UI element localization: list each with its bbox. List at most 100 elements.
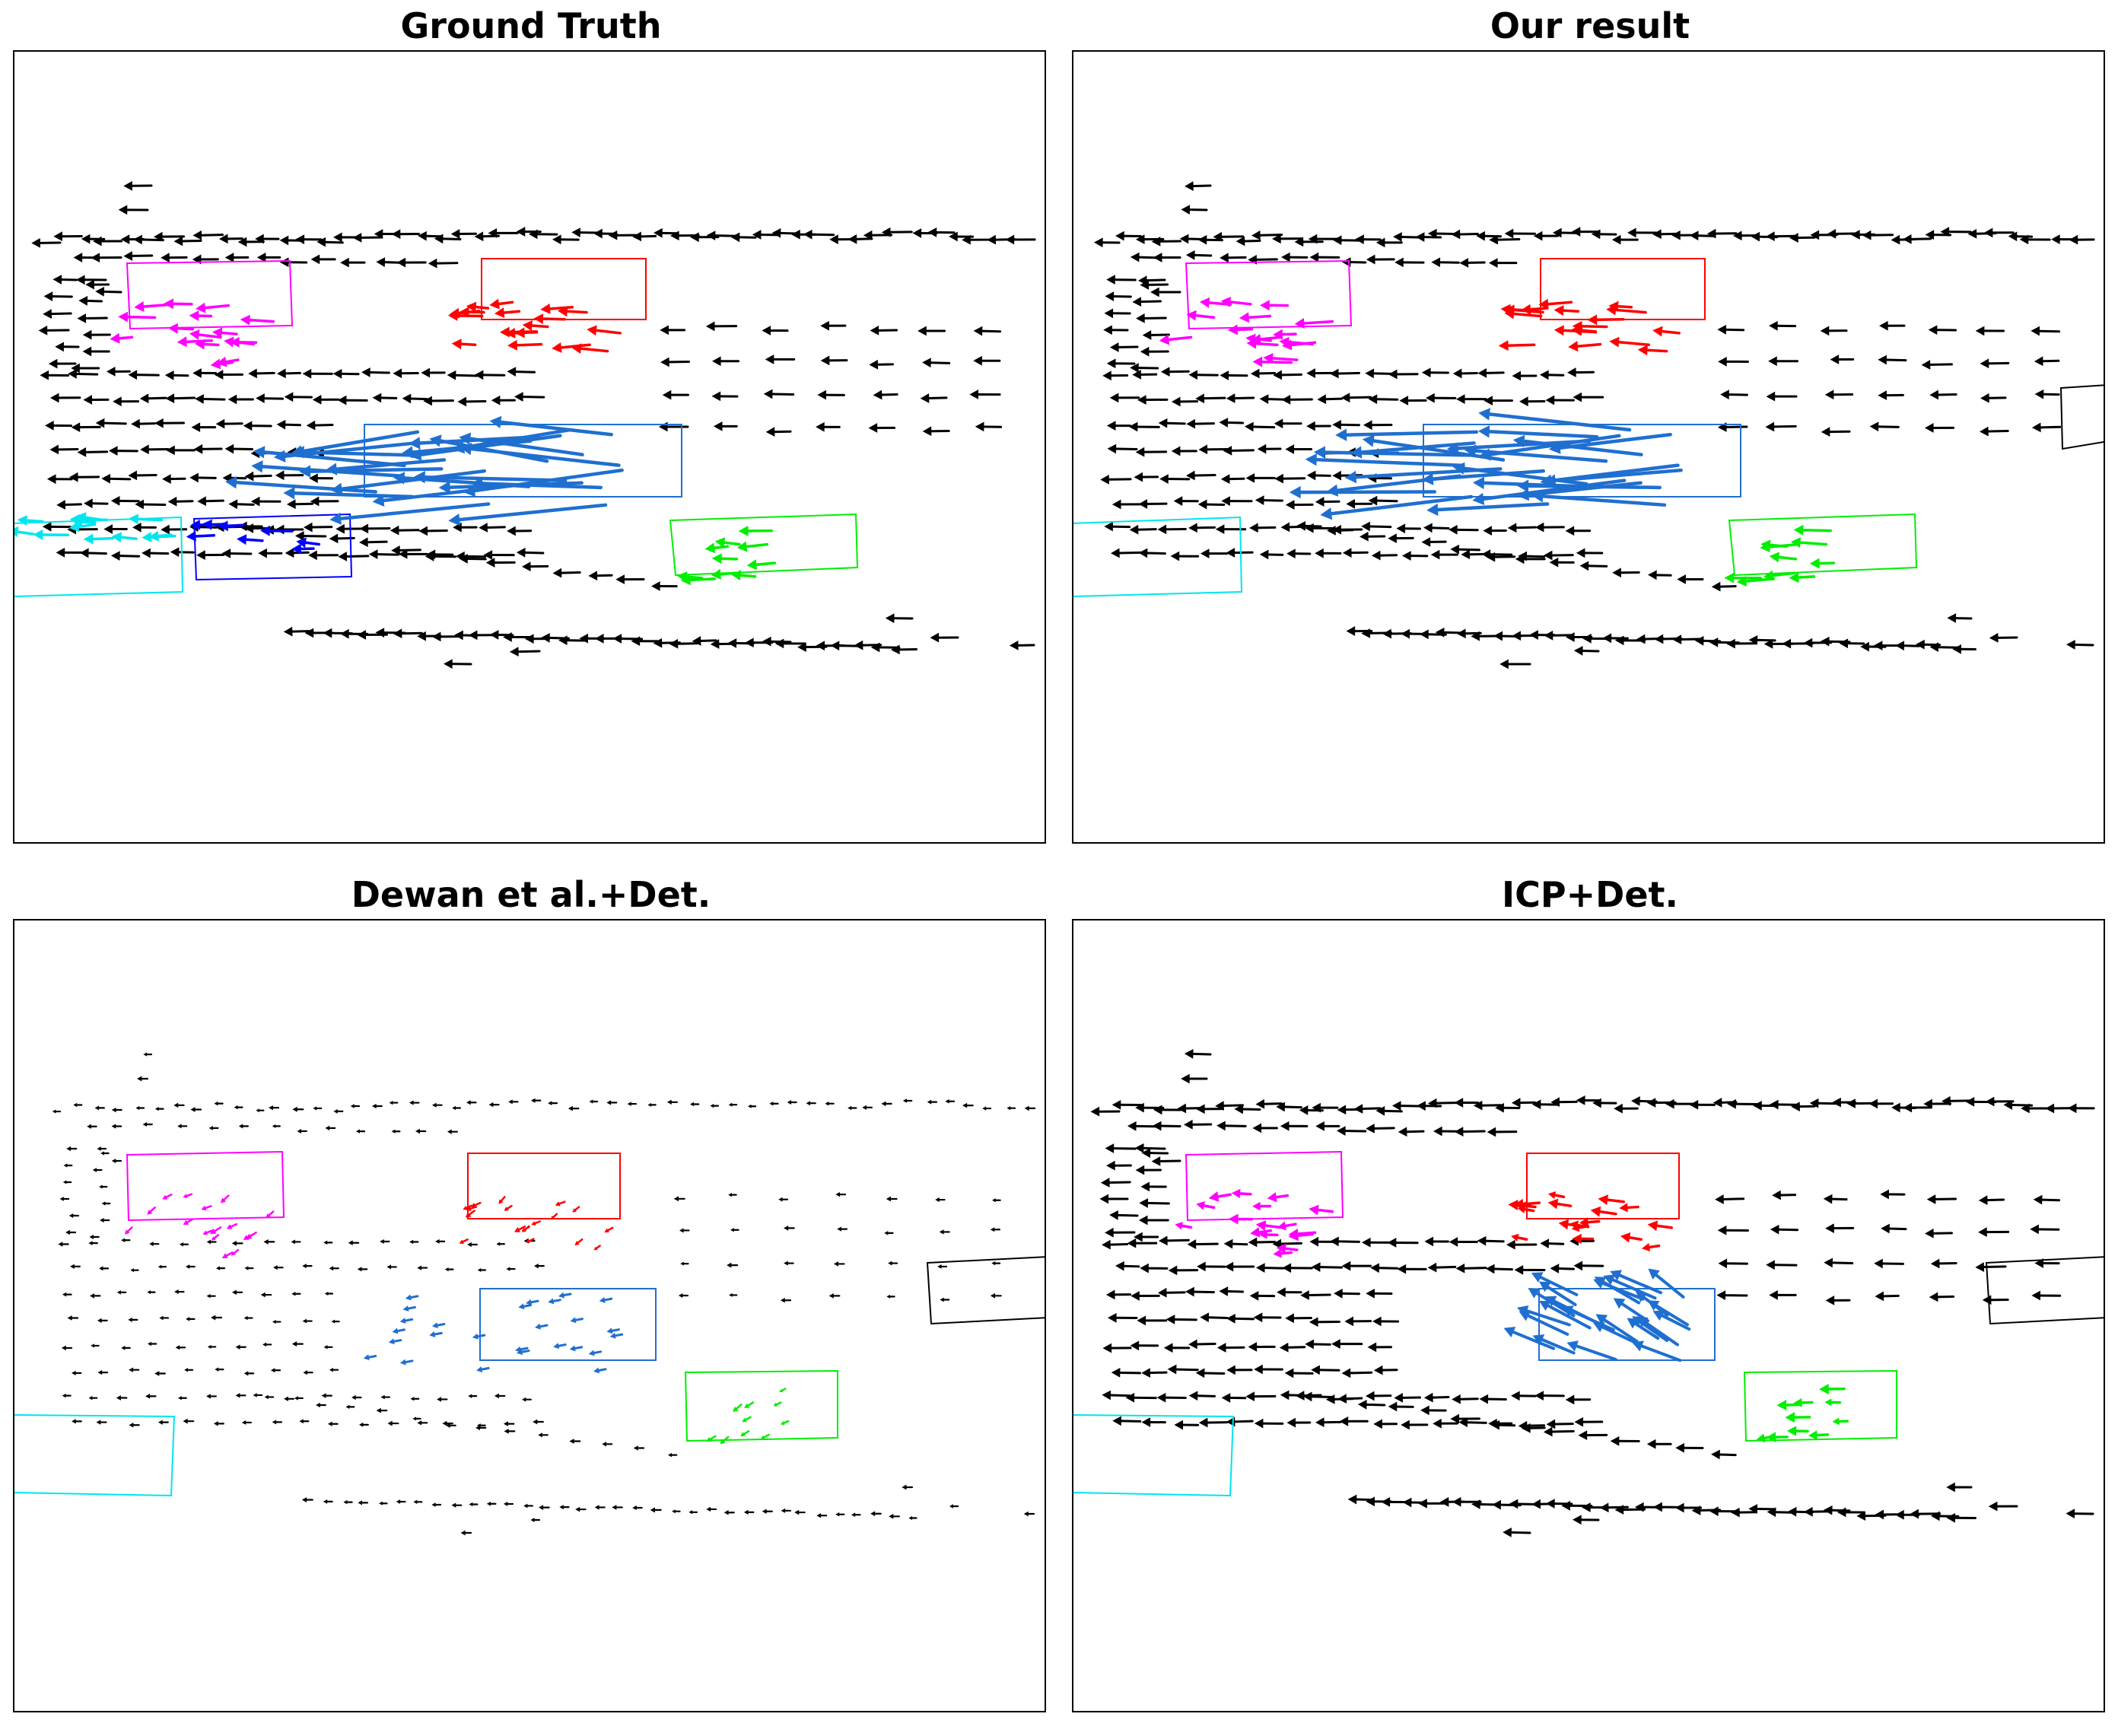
red-flow-arrow (572, 1206, 580, 1213)
green-flow-arrow (738, 526, 773, 536)
background-flow-arrow (1980, 393, 2007, 403)
background-flow-arrow (1130, 363, 1159, 373)
background-flow-arrow (890, 644, 917, 655)
background-flow-arrow (1484, 396, 1513, 406)
panel-title: Ground Truth (400, 5, 662, 46)
red-flow-arrow (522, 320, 549, 331)
background-flow-arrow (1216, 1121, 1247, 1131)
background-flow-arrow (1929, 642, 1960, 653)
background-flow-arrow (660, 357, 690, 367)
background-flow-arrow (780, 1298, 792, 1303)
background-flow-arrow (1334, 1288, 1360, 1299)
background-flow-arrow (92, 1168, 103, 1172)
background-flow-arrow (444, 1267, 454, 1272)
background-flow-arrow (327, 1421, 339, 1426)
background-flow-arrow (1925, 1228, 1953, 1238)
background-flow-arrow (1365, 1391, 1392, 1401)
background-flow-arrow (1427, 1098, 1458, 1108)
background-flow-arrow (31, 238, 62, 248)
background-flow-arrow (140, 444, 170, 455)
background-flow-arrow (207, 1344, 217, 1349)
background-flow-arrow (1344, 1316, 1372, 1327)
red-flow-arrow (1547, 1191, 1566, 1200)
background-flow-arrow (485, 558, 516, 568)
background-flow-arrow (345, 1404, 355, 1410)
background-flow-arrow (1862, 230, 1894, 240)
background-flow-arrow (939, 1229, 950, 1235)
background-flow-arrow (121, 1238, 131, 1242)
background-flow-arrow (161, 253, 188, 263)
background-flow-arrow (323, 1499, 333, 1504)
background-flow-arrow (97, 1369, 109, 1375)
background-flow-arrow (1839, 638, 1865, 649)
background-flow-arrow (1090, 1106, 1121, 1117)
blue-flow-arrow (517, 1349, 530, 1356)
blue-flow-arrow (429, 1331, 443, 1337)
background-flow-arrow (615, 574, 645, 584)
background-flow-arrow (170, 547, 195, 558)
background-flow-arrow (1226, 1365, 1253, 1375)
background-flow-arrow (306, 420, 334, 431)
background-flow-arrow (533, 1419, 544, 1425)
background-flow-arrow (1455, 1263, 1487, 1273)
red-flow-arrow (1511, 1233, 1528, 1242)
background-flow-arrow (231, 1240, 243, 1246)
red-flow-arrow (1609, 336, 1650, 348)
background-flow-arrow (1550, 1264, 1575, 1273)
background-flow-arrow (1366, 1123, 1395, 1133)
magenta-flow-arrow (167, 323, 195, 334)
background-flow-arrow (71, 363, 100, 374)
magenta-flow-arrow (220, 1194, 230, 1203)
background-flow-arrow (166, 445, 196, 456)
red-bounding-box (1540, 258, 1706, 320)
background-flow-arrow (132, 522, 157, 533)
background-flow-arrow (1223, 1238, 1248, 1249)
background-flow-arrow (467, 1242, 479, 1248)
background-flow-arrow (689, 1510, 698, 1515)
background-flow-arrow (1134, 1232, 1159, 1242)
background-flow-arrow (1477, 1235, 1505, 1246)
background-flow-arrow (91, 1343, 100, 1348)
background-flow-arrow (95, 418, 127, 428)
background-flow-arrow (208, 1125, 219, 1130)
background-flow-arrow (338, 552, 370, 561)
background-flow-arrow (1226, 548, 1254, 558)
background-flow-arrow (431, 1502, 442, 1507)
background-flow-arrow (313, 1106, 323, 1111)
green-flow-arrow (1776, 1399, 1802, 1410)
background-flow-arrow (1305, 523, 1334, 533)
background-flow-arrow (690, 1102, 700, 1107)
background-flow-arrow (116, 1289, 127, 1295)
background-flow-arrow (1257, 444, 1282, 454)
background-flow-arrow (1481, 549, 1513, 560)
background-flow-arrow (444, 659, 472, 669)
blue-flow-arrow (1472, 479, 1627, 505)
background-flow-arrow (516, 548, 545, 558)
cyan-flow-arrow (72, 517, 97, 528)
background-flow-arrow (588, 571, 613, 581)
background-flow-arrow (333, 1108, 344, 1114)
background-flow-arrow (1675, 1442, 1704, 1453)
background-flow-arrow (2031, 422, 2062, 433)
background-flow-arrow (193, 444, 223, 454)
background-flow-arrow (608, 230, 638, 240)
background-flow-arrow (917, 326, 946, 336)
red-flow-arrow (505, 327, 534, 339)
background-flow-arrow (1224, 1261, 1255, 1272)
background-flow-arrow (1129, 524, 1157, 535)
magenta-flow-arrow (1231, 1188, 1252, 1199)
background-flow-arrow (361, 367, 390, 377)
background-flow-arrow (1346, 498, 1373, 509)
background-flow-arrow (1611, 234, 1639, 245)
background-flow-arrow (241, 1420, 252, 1425)
background-flow-arrow (1315, 548, 1342, 558)
background-flow-arrow (870, 325, 898, 335)
background-flow-arrow (672, 1509, 681, 1514)
magenta-flow-arrow (1208, 1191, 1232, 1202)
background-flow-arrow (447, 1129, 458, 1134)
background-flow-arrow (1895, 641, 1920, 651)
background-flow-arrow (340, 257, 366, 268)
blue-flow-arrow (1532, 1334, 1576, 1355)
background-flow-arrow (1975, 1262, 2007, 1272)
background-flow-arrow (128, 1317, 138, 1322)
